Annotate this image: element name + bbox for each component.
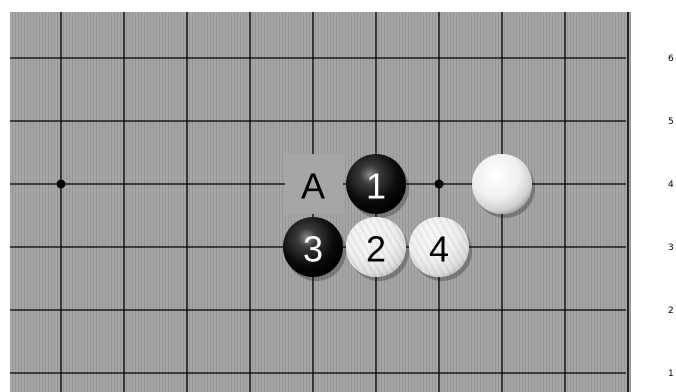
row-label-3: 3 xyxy=(668,243,674,253)
row-label-1: 1 xyxy=(668,369,674,379)
stone-number: 4 xyxy=(429,229,449,270)
row-label-6: 6 xyxy=(668,54,674,64)
stone-shading xyxy=(472,154,532,214)
stone-number: 3 xyxy=(303,229,323,270)
stone-number: 2 xyxy=(366,229,386,270)
row-label-2: 2 xyxy=(668,306,674,316)
marker-label-a: A xyxy=(301,166,325,207)
stone-number: 1 xyxy=(366,166,386,207)
star-point xyxy=(435,180,444,189)
row-label-4: 4 xyxy=(668,180,674,190)
star-point xyxy=(57,180,66,189)
row-label-5: 5 xyxy=(668,117,674,127)
markers-layer: A xyxy=(285,154,343,214)
